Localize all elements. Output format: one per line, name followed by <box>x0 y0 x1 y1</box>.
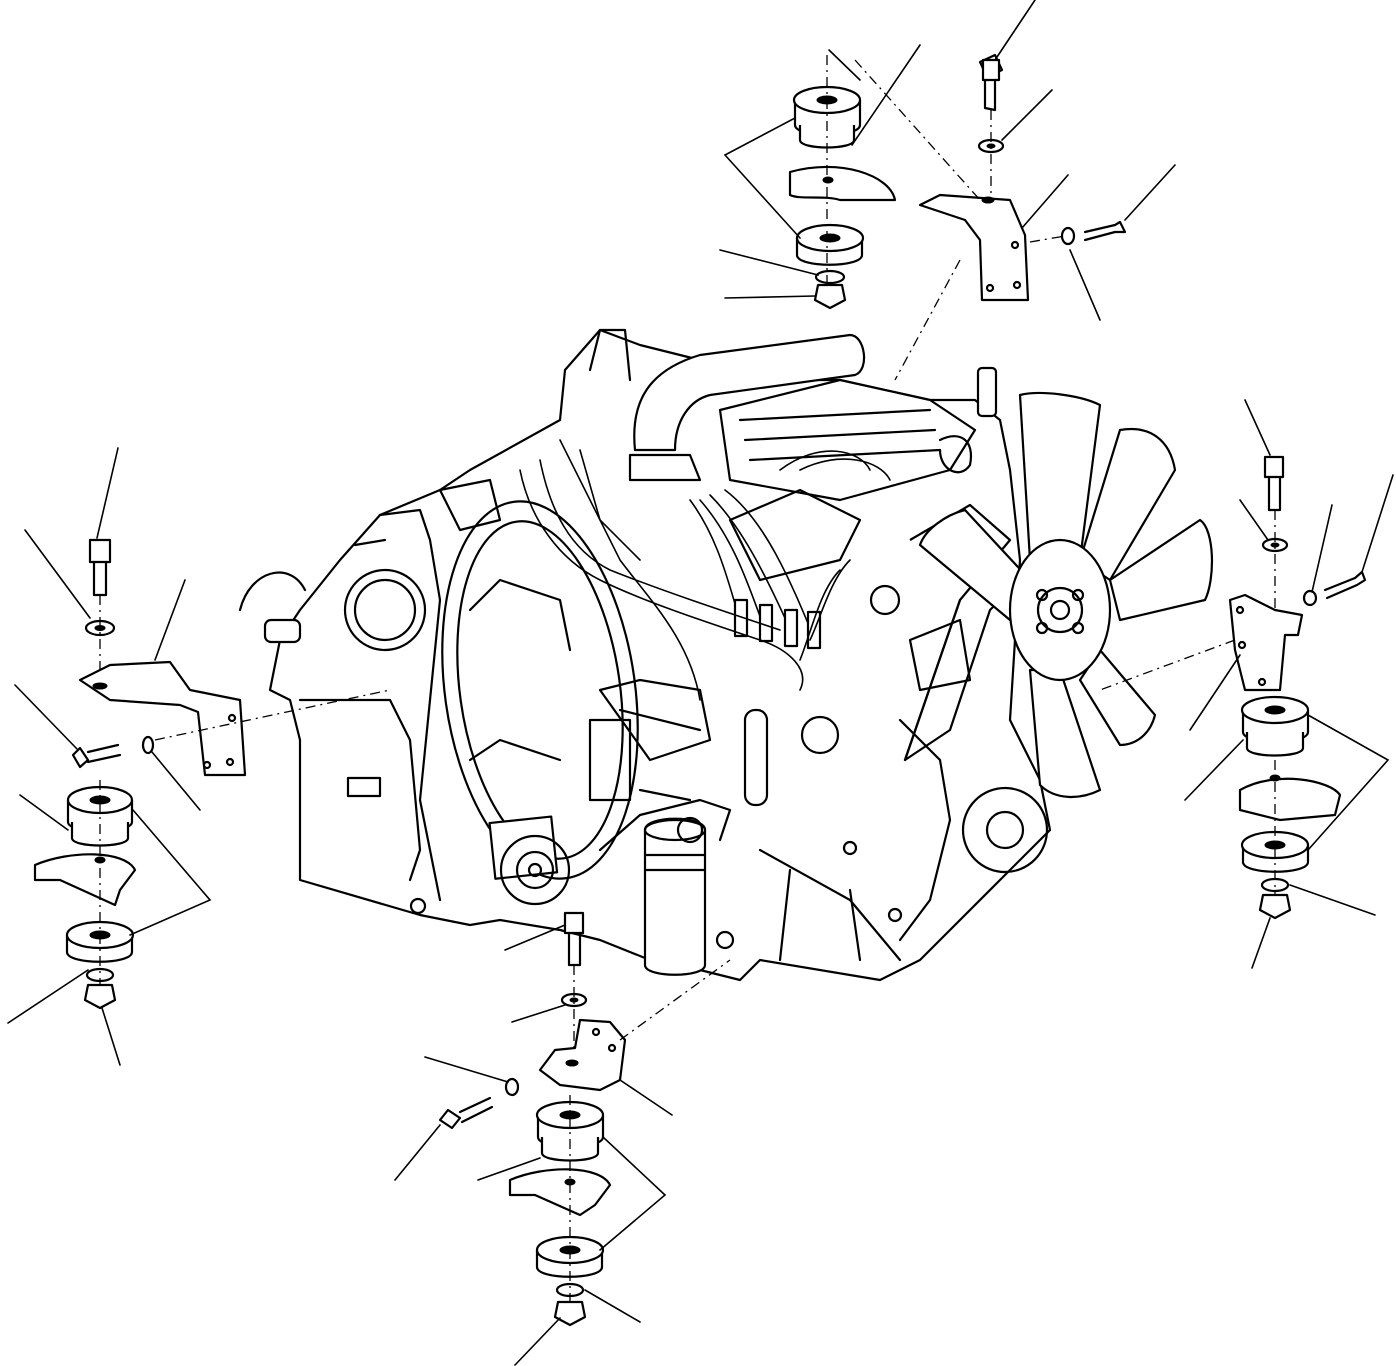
screw-bottom <box>438 1096 494 1130</box>
nut-bottom <box>553 1300 587 1327</box>
frame-plate-right <box>1238 777 1342 822</box>
screw-top <box>1060 220 1127 246</box>
right-mount-group <box>1099 455 1367 920</box>
bolt-top <box>978 53 1004 112</box>
nut-top <box>813 283 847 310</box>
bolt-right <box>1263 455 1285 512</box>
bolt-left <box>88 538 112 597</box>
engine-assembly <box>238 328 1213 982</box>
bracket-top <box>918 193 1030 302</box>
bottom-mount-group <box>438 911 731 1327</box>
nut-right <box>1258 893 1292 920</box>
rubber-cushion-lower <box>795 223 865 266</box>
bracket-left <box>78 660 247 777</box>
screw-right <box>1302 570 1367 607</box>
nut-left <box>83 983 117 1010</box>
frame-plate-bottom <box>508 1168 612 1217</box>
rubber-cushion-upper <box>792 85 862 149</box>
left-mount-group <box>33 538 391 1010</box>
top-mount-group <box>788 53 1127 381</box>
washer-left-side <box>141 735 155 755</box>
frame-plate-left <box>33 853 137 907</box>
bracket-right <box>1228 593 1304 692</box>
washer-bottom-side <box>504 1077 520 1097</box>
bolt-bottom <box>563 911 585 967</box>
rubber-cushion-bottom-upper <box>535 1100 605 1162</box>
frame-plate-top <box>788 165 897 202</box>
screw-left <box>71 743 122 769</box>
bracket-bottom <box>538 1018 627 1092</box>
washer-top-lower <box>814 269 846 285</box>
rubber-cushion-right-upper <box>1240 695 1310 757</box>
leader-lines <box>7 0 1394 1366</box>
